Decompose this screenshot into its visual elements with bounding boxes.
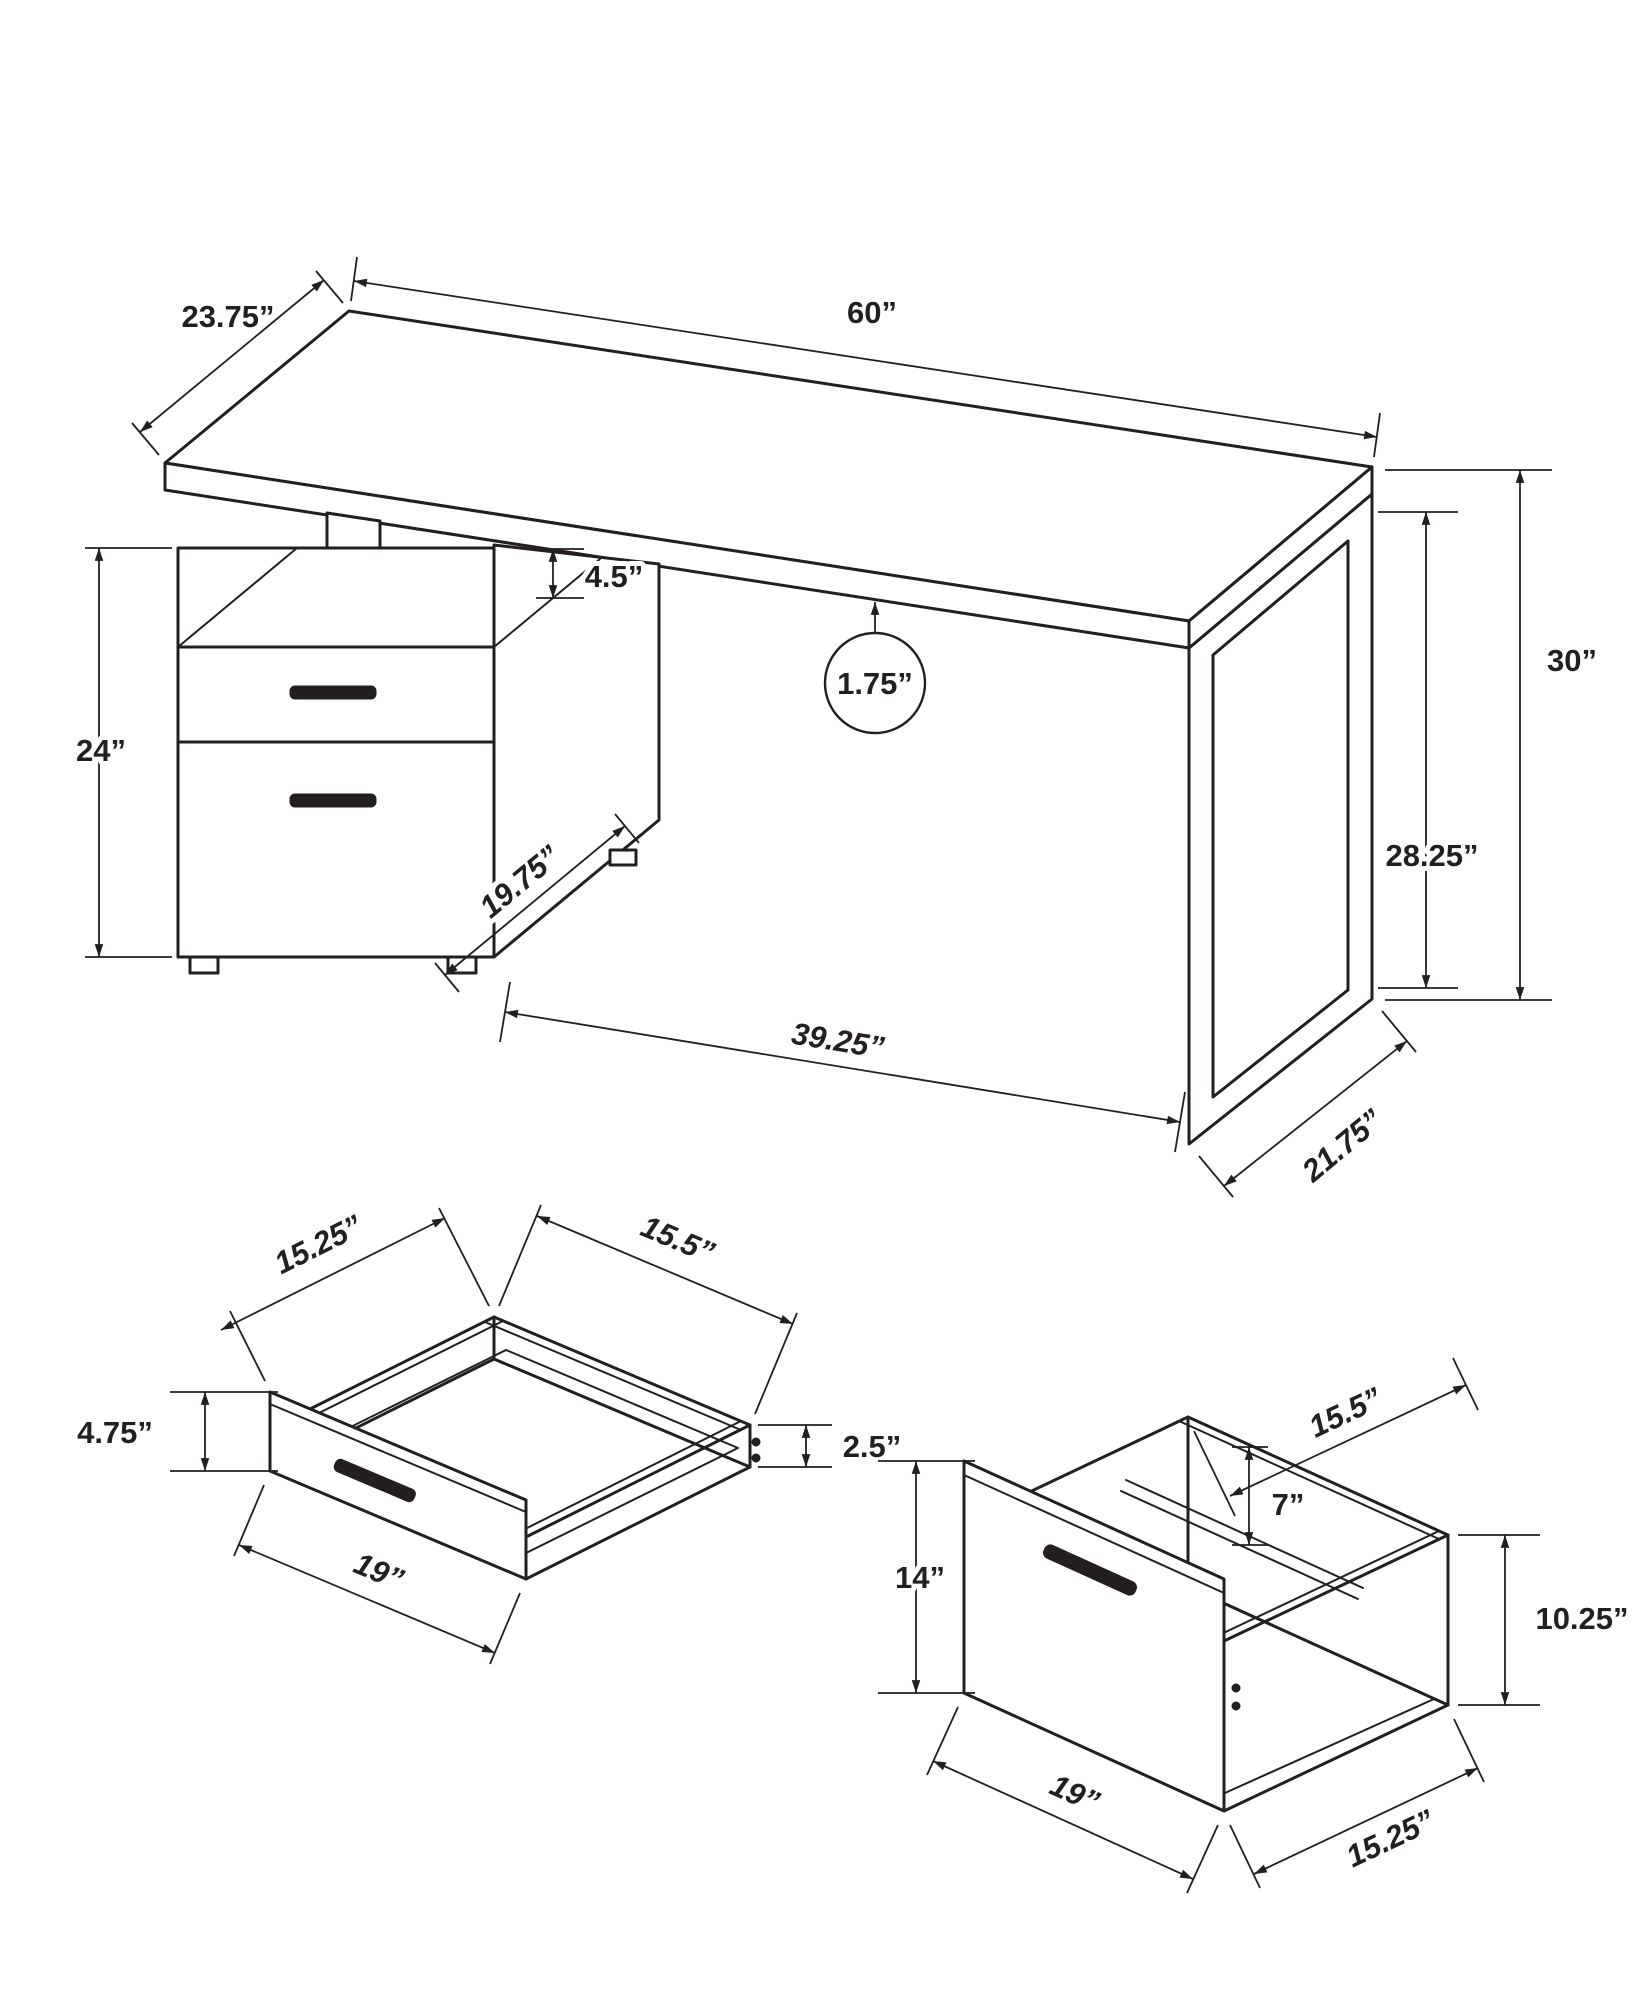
dim-desk-depth: 23.75” [131, 270, 344, 456]
top-support-post [325, 511, 382, 550]
dim-overall-height: 30” [1385, 469, 1602, 1001]
main-desk-view: 23.75” 60” 30” 28.25” 24” [71, 256, 1602, 1198]
label-overall-height: 30” [1547, 643, 1597, 678]
dim-d2-front-height: 14” [878, 1460, 975, 1694]
cabinet-foot-front-left [188, 955, 220, 975]
cabinet-foot-front-right [446, 955, 478, 975]
dim-desk-width: 60” [350, 256, 1381, 458]
d1-front-panel-thickness [269, 1403, 527, 1513]
label-d1-width: 19” [349, 1546, 409, 1598]
label-d2-depth: 15.25” [1341, 1803, 1441, 1875]
dim-d1-front-height: 4.75” [72, 1391, 278, 1472]
dim-d2-side-height: 10.25” [1458, 1534, 1634, 1706]
label-cabinet-height: 24” [76, 733, 126, 768]
d1-screw-dot-2 [751, 1453, 761, 1463]
d1-right-wall-top-inner [516, 1420, 742, 1534]
dim-knee-space: 39.25” [499, 981, 1186, 1153]
drawer1-handle [289, 685, 377, 700]
label-knee-space: 39.25” [789, 1016, 887, 1066]
desktop-right-edge [1187, 465, 1374, 650]
label-d2-rail-height: 7” [1272, 1487, 1305, 1522]
d1-handle [333, 1458, 416, 1503]
d1-right-bottom-edge [524, 1465, 752, 1581]
label-d2-side-height: 10.25” [1535, 1601, 1628, 1636]
label-desk-width: 60” [847, 295, 897, 330]
d2-front-panel-thickness [963, 1474, 1225, 1594]
label-d2-width: 19” [1045, 1767, 1105, 1820]
label-d1-side-height: 2.5” [843, 1429, 902, 1464]
d2-handle [1043, 1544, 1137, 1596]
dim-cabinet-height: 24” [71, 547, 172, 958]
label-top-thickness: 1.75” [837, 666, 913, 701]
label-d1-front-height: 4.75” [77, 1415, 153, 1450]
d2-screw-dot-1 [1231, 1683, 1241, 1693]
d1-back-wall-top-inner [484, 1321, 742, 1431]
shelf-floor-side-edge [493, 558, 601, 648]
label-cubby-height: 4.5” [585, 559, 644, 594]
dim-top-thickness: 1.75” [823, 602, 927, 735]
leg-inner-cutout [1211, 539, 1350, 1099]
d2-front-panel [962, 1459, 1226, 1813]
dim-d2-rail-height: 7” [1232, 1446, 1309, 1546]
label-d1-inner-depth: 15.5” [636, 1209, 720, 1271]
cabinet-front-face [176, 546, 496, 959]
d2-file-rail-back [1125, 1479, 1364, 1589]
dim-d1-inner-width: 15.25” [220, 1203, 490, 1382]
label-d2-front-height: 14” [895, 1560, 945, 1595]
cabinet-foot-back [608, 848, 638, 867]
label-d2-inner-depth: 15.5” [1303, 1380, 1387, 1444]
desk-leg-frame [1187, 492, 1374, 1146]
thickness-callout-circle [823, 631, 927, 735]
dim-d1-side-height: 2.5” [758, 1424, 906, 1469]
drawer2-handle [289, 793, 377, 808]
file-drawer-view: 15.5” 7” 14” 10.25” 19” [878, 1357, 1634, 1894]
small-drawer-view: 15.25” 15.5” 4.75” 2.5” 19” [72, 1203, 906, 1665]
d1-back-wall-top [492, 1315, 752, 1427]
dim-clearance-height: 28.25” [1378, 511, 1484, 989]
label-clearance-height: 28.25” [1385, 838, 1478, 873]
label-leg-depth: 21.75” [1295, 1102, 1390, 1189]
shelf-interior-edge [177, 547, 298, 648]
d1-back-bottom-edge [492, 1357, 752, 1469]
d1-screw-dot-1 [751, 1437, 761, 1447]
d1-right-wall-top [524, 1423, 752, 1539]
label-desk-depth: 23.75” [181, 299, 274, 334]
label-d1-inner-width: 15.25” [269, 1208, 368, 1281]
d2-screw-dot-2 [1231, 1701, 1241, 1711]
d2-back-bottom-edge [1186, 1585, 1450, 1707]
dim-cubby-height: 4.5” [536, 548, 648, 599]
